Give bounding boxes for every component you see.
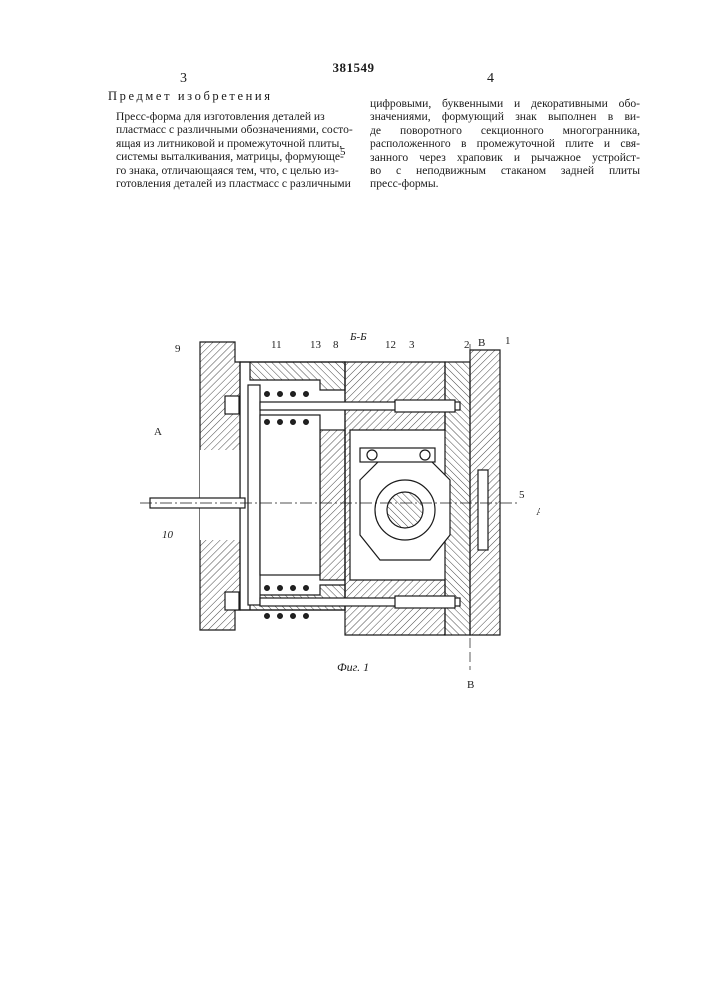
text-line: го знака, отличающаяся тем, что, с целью… bbox=[116, 164, 324, 177]
arrow-label: В bbox=[478, 337, 485, 349]
claim-text-left-column: Пресс-форма для изготовления деталей из … bbox=[116, 110, 324, 190]
callout: 12 bbox=[385, 339, 396, 351]
callout: 3 bbox=[409, 339, 415, 351]
text-line: расположенного в промежуточной плите и с… bbox=[370, 137, 640, 150]
callout: 1 bbox=[505, 335, 511, 347]
callout: 2 bbox=[464, 339, 470, 351]
callout: 8 bbox=[333, 339, 339, 351]
section-title: Предмет изобретения bbox=[108, 89, 273, 104]
callout: 10 bbox=[162, 529, 174, 541]
line-number-marker: 5 bbox=[340, 146, 346, 158]
arrow-label: В bbox=[467, 679, 474, 690]
ejector-plate-11 bbox=[248, 385, 260, 605]
text-line: цифровыми, буквенными и декоративными об… bbox=[370, 97, 640, 110]
text-line: пластмасс с различными обозначениями, со… bbox=[116, 123, 324, 136]
text-line: системы выталкивания, матрицы, формующе- bbox=[116, 150, 324, 163]
left-column-number: 3 bbox=[180, 71, 187, 87]
patent-number: 381549 bbox=[0, 60, 707, 76]
mold-cross-section-drawing: 9 11 13 8 12 3 2 1 5 10 Б-Б А А В В bbox=[140, 330, 540, 690]
callout: 11 bbox=[271, 339, 282, 351]
text-line: ящая из литниковой и промежуточной плиты… bbox=[116, 137, 324, 150]
text-line: значениями, формующий знак выполнен в ви… bbox=[370, 110, 640, 123]
arrow-label: А bbox=[154, 426, 162, 438]
text-line: во с неподвижным стаканом задней плиты bbox=[370, 164, 640, 177]
arrow-label: А bbox=[536, 506, 540, 518]
callout: 5 bbox=[519, 489, 525, 501]
figure-caption: Фиг. 1 bbox=[337, 660, 369, 675]
cavity bbox=[260, 415, 320, 575]
text-line: занного через храповик и рычажное устрой… bbox=[370, 151, 640, 164]
section-label: Б-Б bbox=[349, 331, 367, 343]
text-line: де поворотного секционного многогранника… bbox=[370, 124, 640, 137]
callout: 9 bbox=[175, 343, 181, 355]
text-line: готовления деталей из пластмасс с различ… bbox=[116, 177, 324, 190]
text-line: Пресс-форма для изготовления деталей из bbox=[116, 110, 324, 123]
text-line: пресс-формы. bbox=[370, 177, 640, 190]
claim-text-right-column: цифровыми, буквенными и декоративными об… bbox=[370, 97, 640, 191]
right-column-number: 4 bbox=[487, 71, 494, 87]
callout: 13 bbox=[310, 339, 322, 351]
